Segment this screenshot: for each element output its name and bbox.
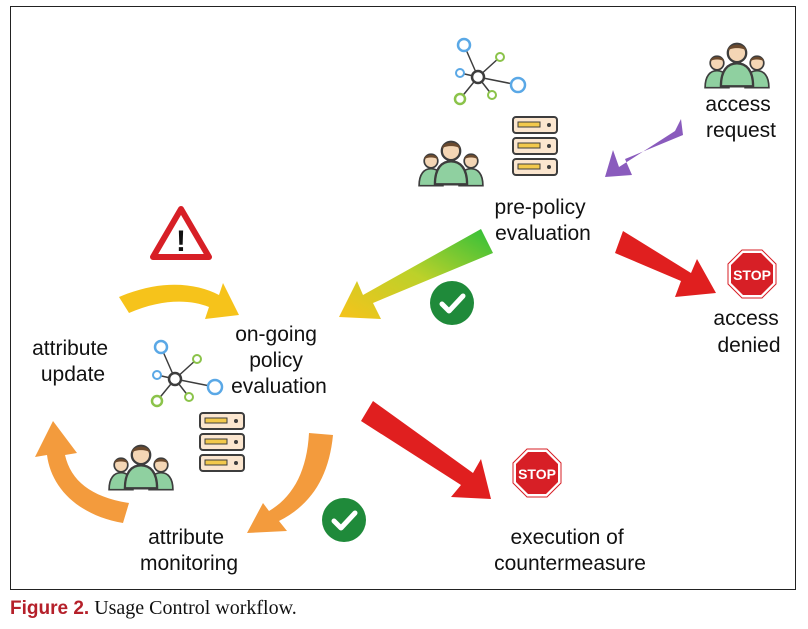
workflow-diagram: ! STOP STOP access request pre-policy ev… <box>32 37 784 575</box>
check-icon <box>322 498 366 542</box>
arrow-monitoring-to-update <box>35 421 129 523</box>
access-request-label: access request <box>705 93 776 142</box>
arrow-access-denied <box>615 231 716 297</box>
network-icon <box>453 37 527 106</box>
figure-caption-text: Usage Control workflow. <box>89 597 297 619</box>
arrow-countermeasure <box>361 401 491 499</box>
arrow-access-request <box>605 119 683 177</box>
user-group-icon <box>419 142 483 186</box>
svg-text:STOP: STOP <box>733 267 771 283</box>
stop-sign-icon: STOP <box>727 249 777 299</box>
pre-policy-label: pre-policy evaluation <box>495 196 592 245</box>
attribute-monitoring-label: attribute monitoring <box>140 526 238 575</box>
figure-number: Figure 2. <box>10 598 90 619</box>
svg-text:!: ! <box>176 225 186 258</box>
access-denied-label: access denied <box>713 307 784 357</box>
svg-text:STOP: STOP <box>518 466 556 482</box>
countermeasure-label: execution of countermeasure <box>494 526 646 575</box>
network-icon <box>150 339 224 408</box>
figure-frame: ! STOP STOP access request pre-policy ev… <box>10 6 796 590</box>
check-icon <box>430 281 474 325</box>
arrow-ongoing-to-monitoring <box>247 433 333 533</box>
attribute-update-label: attribute update <box>32 337 114 386</box>
arrow-pre-to-ongoing <box>339 229 493 319</box>
ongoing-policy-label: on-going policy evaluation <box>231 323 327 398</box>
user-group-icon <box>705 44 769 88</box>
stop-sign-icon: STOP <box>512 448 562 498</box>
figure-caption: Figure 2. Usage Control workflow. <box>10 597 297 620</box>
user-group-icon <box>109 446 173 490</box>
server-icon <box>512 116 558 176</box>
server-icon <box>199 412 245 472</box>
warning-icon: ! <box>150 206 212 260</box>
arrow-attribute-update <box>119 283 239 319</box>
